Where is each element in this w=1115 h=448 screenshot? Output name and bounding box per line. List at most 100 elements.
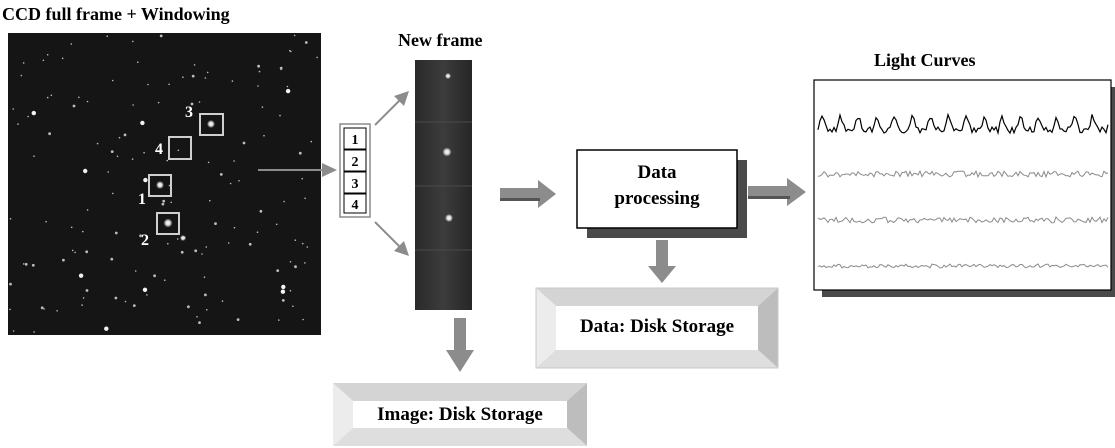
light-curves: [817, 112, 1109, 269]
ccd-sky-background: [8, 33, 321, 335]
arrow-frame-to-image-storage: [446, 318, 474, 372]
star: [43, 308, 45, 310]
star: [104, 326, 109, 331]
star: [12, 108, 14, 110]
star-field: [9, 34, 318, 333]
star: [83, 168, 88, 174]
new-frame-image: [415, 60, 472, 310]
star: [9, 282, 12, 286]
star: [177, 149, 180, 152]
star: [72, 104, 76, 108]
star: [157, 101, 160, 104]
image-storage-label: Image: Disk Storage: [377, 404, 543, 425]
window-4-box: [168, 136, 192, 160]
star: [50, 94, 53, 97]
star: [110, 150, 114, 154]
star: [301, 242, 304, 245]
star: [257, 85, 259, 87]
arrow-frame-to-processing: [500, 180, 556, 208]
arrow-strip-to-frame-down: [374, 221, 409, 256]
star: [56, 310, 58, 312]
star: [33, 331, 35, 333]
data-processing-label: Data processing: [577, 160, 737, 212]
star: [9, 218, 12, 220]
light-curve-1: [817, 112, 1109, 136]
star: [70, 226, 73, 229]
star: [204, 77, 207, 79]
star: [187, 305, 190, 309]
strip-label-1: 1: [352, 133, 359, 148]
star: [31, 110, 36, 116]
star: [161, 202, 165, 206]
star: [248, 242, 252, 246]
star: [62, 258, 65, 262]
star: [294, 239, 297, 241]
star: [46, 96, 49, 99]
star: [176, 238, 179, 240]
star: [203, 276, 206, 279]
arrow-processing-to-data-storage: [648, 240, 676, 283]
star: [302, 318, 304, 321]
window-1-label: 1: [138, 191, 146, 208]
star: [231, 80, 234, 82]
star: [123, 133, 127, 137]
star: [258, 70, 261, 73]
star: [81, 304, 83, 306]
star: [180, 250, 184, 254]
star: [207, 161, 210, 164]
star: [206, 309, 208, 311]
star: [233, 226, 236, 229]
strip-label-3: 3: [352, 177, 359, 192]
star: [106, 35, 108, 37]
star: [146, 294, 148, 296]
star: [292, 305, 294, 308]
star: [198, 321, 201, 324]
star: [17, 123, 19, 125]
star: [238, 180, 240, 182]
star: [40, 306, 44, 310]
star: [196, 316, 198, 318]
star: [124, 300, 127, 303]
star: [275, 223, 278, 226]
star: [219, 173, 223, 176]
star: [96, 142, 99, 145]
star: [116, 155, 119, 158]
star: [162, 199, 166, 203]
window-3-box: [199, 113, 224, 136]
star: [70, 43, 73, 45]
star: [139, 234, 143, 238]
star: [61, 57, 64, 60]
strip-labels: 1 2 3 4: [352, 133, 359, 213]
light-curve-4: [817, 263, 1109, 269]
star: [285, 88, 291, 94]
star: [143, 151, 145, 154]
image-storage-plate: [333, 383, 587, 446]
ccd-windows: [148, 113, 224, 235]
window-4-label: 4: [155, 141, 163, 158]
star: [85, 250, 89, 254]
star: [182, 76, 184, 78]
strip-label-2: 2: [352, 155, 359, 170]
window-2-label: 2: [141, 232, 149, 249]
star: [256, 231, 259, 233]
star: [131, 158, 134, 160]
star: [132, 104, 134, 106]
window-1-box: [148, 174, 172, 197]
star: [198, 101, 201, 103]
star: [304, 262, 306, 264]
star: [142, 287, 148, 292]
star: [301, 177, 304, 180]
star: [194, 249, 198, 253]
star: [261, 106, 264, 108]
star: [164, 279, 166, 282]
star: [112, 192, 114, 195]
star: [22, 62, 25, 64]
star: [221, 300, 224, 302]
window-2-box: [156, 212, 180, 235]
star: [278, 319, 280, 321]
star: [279, 114, 281, 117]
star: [227, 242, 230, 244]
star: [12, 330, 15, 332]
star: [209, 199, 211, 202]
star: [205, 246, 208, 248]
